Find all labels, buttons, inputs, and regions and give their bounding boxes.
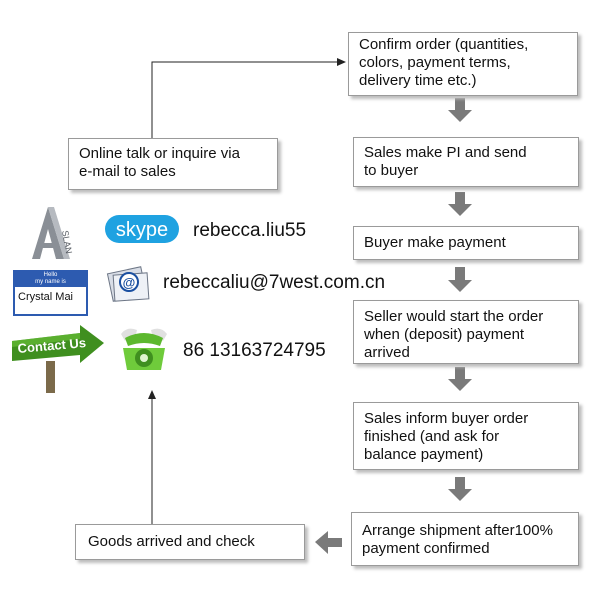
name-tag: Hello my name is Crystal Mai [13,270,88,316]
skype-logo-text: skype [116,219,168,241]
arrow-down-icon [448,192,472,216]
skype-id[interactable]: rebecca.liu55 [193,220,307,241]
step-goods-arrived: Goods arrived and check [75,524,305,560]
step-sales-make-pi-text: Sales make PI and send to buyer [364,144,527,179]
connector-online-to-confirm [151,61,338,138]
arrow-down-icon [448,267,472,292]
step-seller-start: Seller would start the order when (depos… [353,300,579,364]
step-sales-make-pi: Sales make PI and send to buyer [353,137,579,187]
arrow-left-icon [315,531,342,554]
step-sales-inform: Sales inform buyer order finished (and a… [353,402,579,470]
step-arrange-shipment-text: Arrange shipment after100% payment confi… [362,522,553,557]
step-online-talk-text: Online talk or inquire via e-mail to sal… [79,145,240,180]
step-online-talk: Online talk or inquire via e-mail to sal… [68,138,278,190]
company-logo: SLAN [32,207,74,259]
step-confirm-order: Confirm order (quantities, colors, payme… [348,32,578,96]
step-sales-inform-text: Sales inform buyer order finished (and a… [364,410,529,463]
logo-letters: SLAN [60,230,74,255]
svg-text:@: @ [123,275,136,290]
email-address[interactable]: rebeccaliu@7west.com.cn [163,272,386,293]
contact-us-sign: Contact Us [12,325,104,393]
step-seller-start-text: Seller would start the order when (depos… [364,308,544,361]
arrow-down-icon [448,477,472,501]
name-tag-header: Hello my name is [15,272,86,287]
arrow-down-icon [448,367,472,391]
contact-us-text: Contact Us [17,335,87,356]
email-icon: @ [106,266,150,302]
name-tag-name: Crystal Mai [18,291,74,303]
skype-icon: skype [105,215,179,243]
step-goods-arrived-text: Goods arrived and check [88,533,255,550]
step-confirm-order-text: Confirm order (quantities, colors, payme… [359,36,529,89]
step-buyer-payment-text: Buyer make payment [364,234,506,251]
step-buyer-payment: Buyer make payment [353,226,579,260]
phone-number[interactable]: 86 13163724795 [183,340,326,361]
arrowhead-up [148,390,156,399]
arrowhead-right [337,58,346,66]
step-arrange-shipment: Arrange shipment after100% payment confi… [351,512,579,566]
arrow-down-icon [448,98,472,122]
phone-icon [121,328,167,370]
